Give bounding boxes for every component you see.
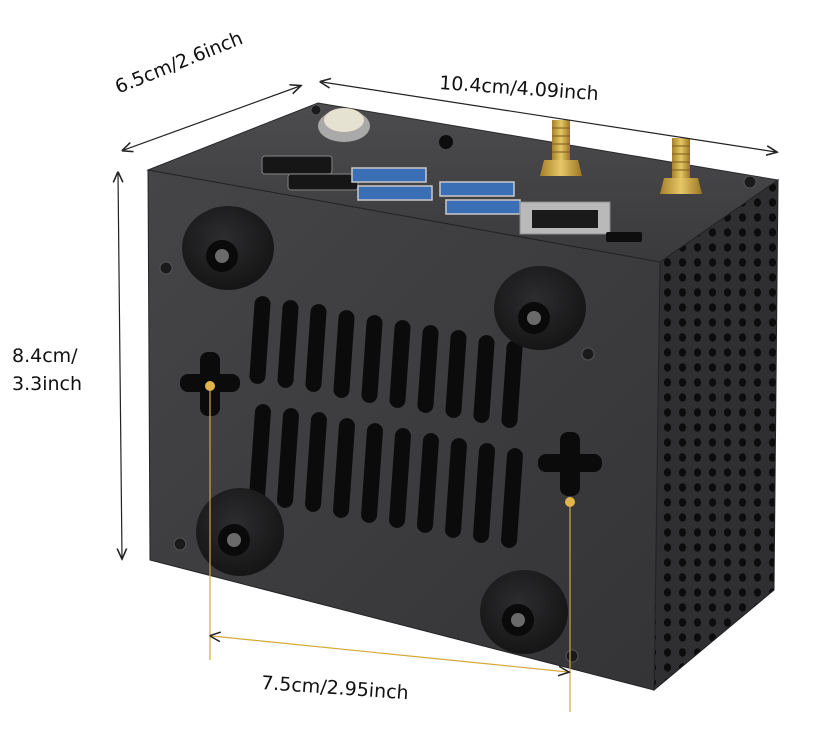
mounting-hole-right-marker — [565, 497, 575, 507]
rubber-foot-bottom-right — [480, 570, 568, 654]
height-label-line2: 3.3inch — [12, 373, 83, 395]
vent-slots — [249, 296, 523, 548]
ethernet-port — [519, 201, 611, 235]
sd-slot — [606, 232, 642, 242]
mounting-hole-right — [538, 432, 602, 496]
top-hole — [439, 135, 453, 149]
height-dimension-arrow — [118, 174, 122, 558]
height-label-line1: 8.4cm/ — [12, 345, 78, 367]
case-side-face — [653, 179, 779, 692]
height-label: 8.4cm/ 3.3inch — [12, 342, 82, 398]
hdmi-ports — [261, 155, 359, 191]
rubber-foot-top-right — [494, 266, 586, 350]
usb-ports — [351, 167, 521, 215]
case-screws — [159, 104, 757, 663]
mounting-hole-left-marker — [205, 381, 215, 391]
rubber-foot-bottom-left — [196, 488, 284, 576]
rubber-foot-top-left — [182, 206, 274, 290]
mount-spacing-arrow — [212, 636, 568, 672]
width-dimension-arrow — [322, 82, 776, 152]
depth-dimension-arrow — [124, 86, 300, 150]
